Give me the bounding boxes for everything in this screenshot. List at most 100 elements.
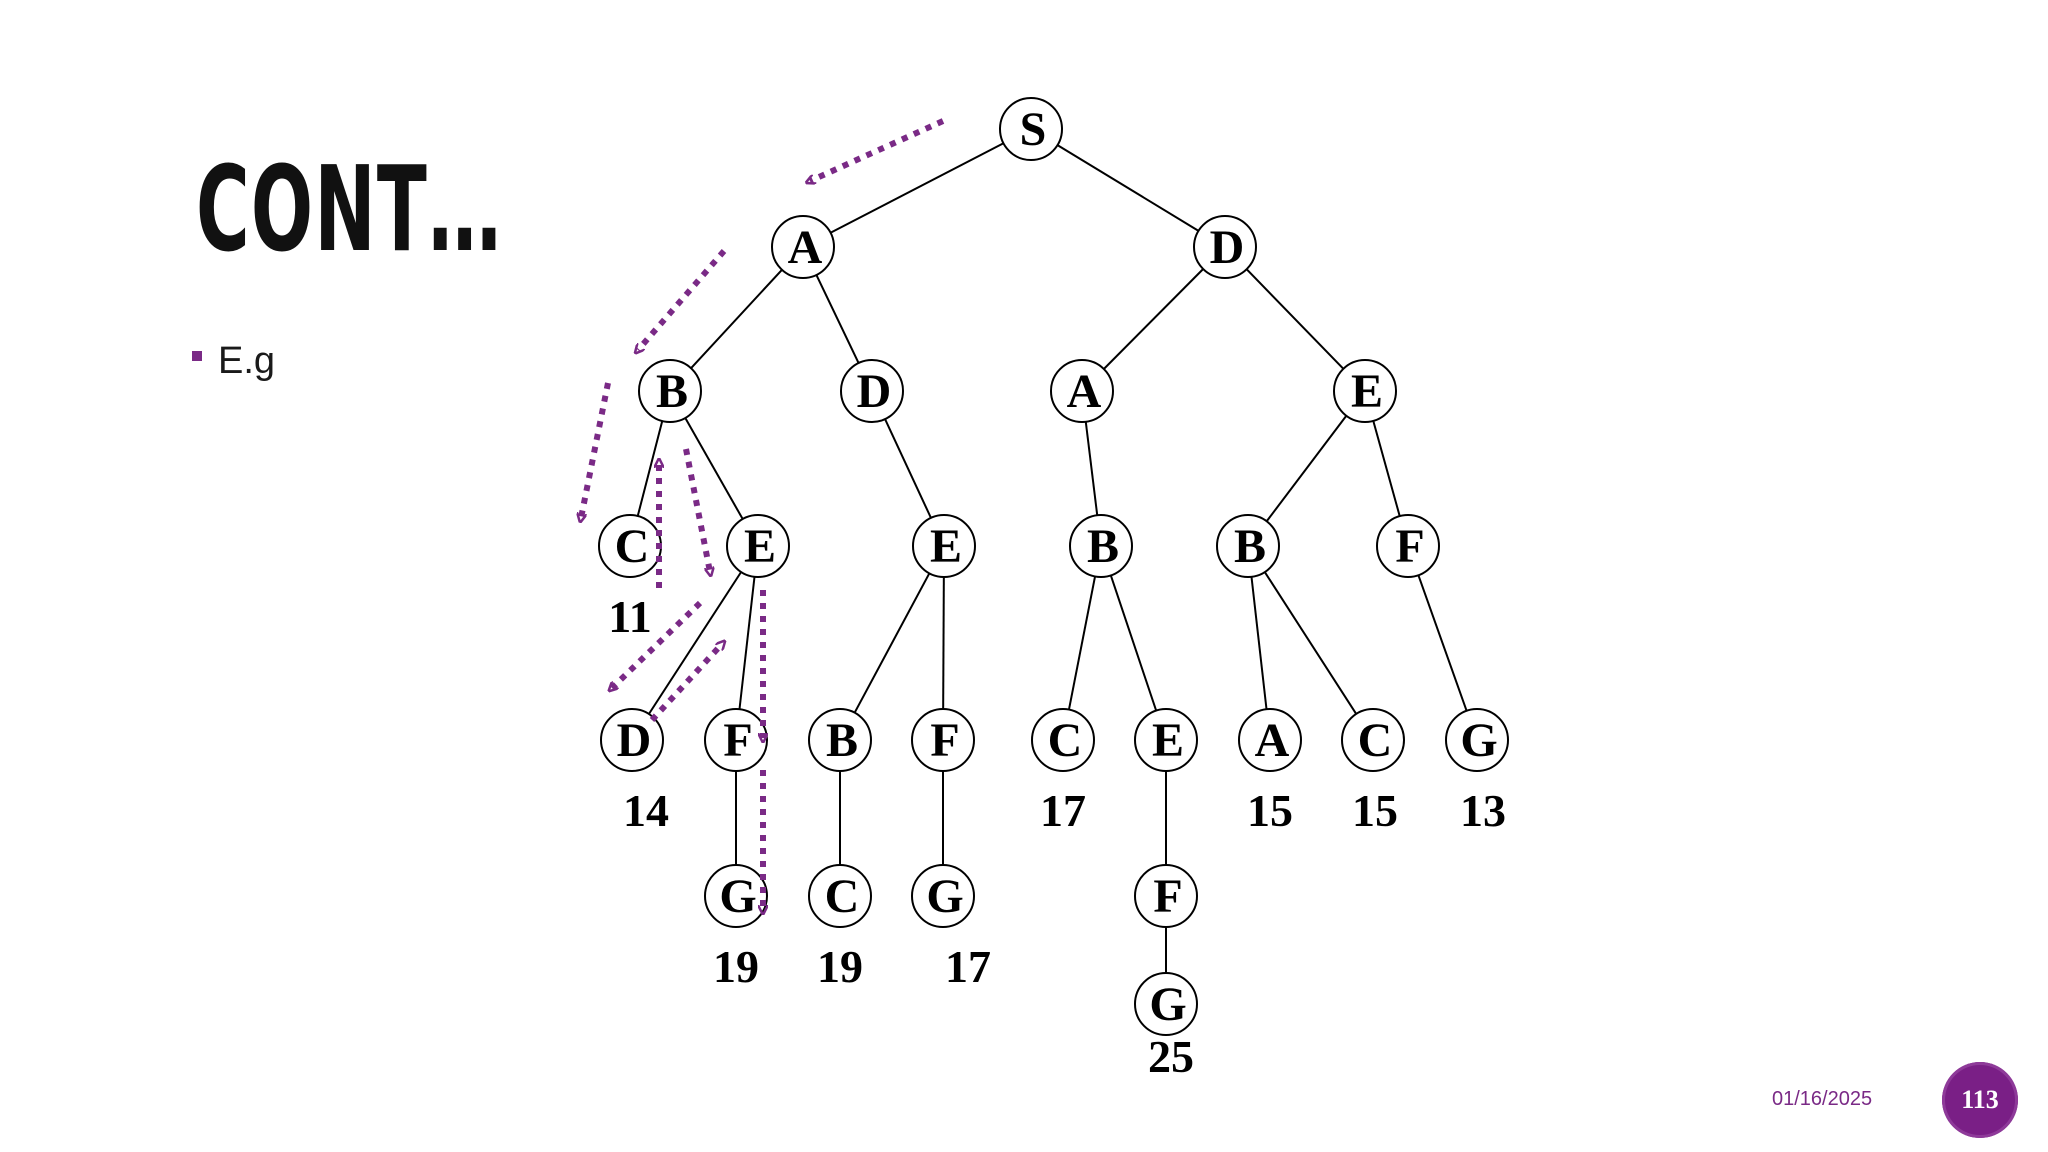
cost-label: 17 — [1040, 785, 1086, 836]
tree-edge — [1084, 421, 1099, 516]
node-circle — [1031, 708, 1095, 772]
tree-edge — [684, 417, 744, 520]
node-label: A — [1255, 714, 1290, 767]
node-circle — [1341, 708, 1405, 772]
node-circle — [911, 708, 975, 772]
tree-node: A — [1238, 708, 1302, 772]
tree-node: D — [600, 708, 664, 772]
node-label: E — [930, 520, 962, 573]
node-circle — [1134, 972, 1198, 1036]
node-label: G — [926, 870, 963, 923]
tree-edge — [648, 571, 742, 715]
tree-node: F — [911, 708, 975, 772]
tree-edge — [1265, 415, 1348, 522]
tree-node: G — [1445, 708, 1509, 772]
node-circle — [840, 359, 904, 423]
cost-label: 15 — [1247, 785, 1293, 836]
trace-arrow — [638, 249, 727, 350]
node-label: D — [857, 365, 892, 418]
node-label: D — [617, 714, 652, 767]
node-label: E — [744, 520, 776, 573]
tree-node: F — [1134, 864, 1198, 928]
node-circle — [771, 215, 835, 279]
tree-node: B — [638, 359, 702, 423]
node-circle — [638, 359, 702, 423]
cost-label: 15 — [1352, 785, 1398, 836]
trace-arrow — [649, 644, 722, 723]
search-trace-arrows — [581, 118, 945, 910]
tree-edge — [1245, 268, 1345, 370]
tree-edge — [1056, 144, 1200, 232]
node-label: G — [719, 870, 756, 923]
node-label: B — [826, 714, 858, 767]
tree-edges — [636, 142, 1468, 973]
node-label: C — [1048, 714, 1083, 767]
node-label: A — [788, 221, 823, 274]
tree-node: C — [598, 514, 662, 578]
tree-node: G — [911, 864, 975, 928]
node-circle — [808, 864, 872, 928]
node-label: B — [656, 365, 688, 418]
node-label: C — [615, 520, 650, 573]
node-circle — [726, 514, 790, 578]
node-circle — [1134, 864, 1198, 928]
tree-node: E — [1134, 708, 1198, 772]
node-circle — [1238, 708, 1302, 772]
tree-edge — [942, 576, 945, 710]
trace-arrow — [810, 118, 945, 181]
node-circle — [911, 864, 975, 928]
tree-node: S — [999, 97, 1063, 161]
trace-arrow — [683, 448, 710, 572]
tree-edge — [1109, 575, 1158, 711]
bullet-marker — [192, 351, 202, 361]
tree-node: G — [1134, 972, 1198, 1036]
node-label: F — [1153, 870, 1182, 923]
cost-label: 11 — [608, 591, 651, 642]
node-label: A — [1067, 365, 1102, 418]
node-circle — [999, 97, 1063, 161]
trace-arrow — [581, 382, 611, 518]
tree-edge — [690, 269, 783, 369]
tree-edge — [815, 274, 860, 364]
tree-edge — [1067, 576, 1097, 710]
tree-node: A — [771, 215, 835, 279]
node-label: G — [1460, 714, 1497, 767]
node-label: C — [825, 870, 860, 923]
node-label: B — [1234, 520, 1266, 573]
node-circle — [912, 514, 976, 578]
node-label: S — [1020, 103, 1047, 156]
cost-label: 13 — [1460, 785, 1506, 836]
tree-node: B — [808, 708, 872, 772]
tree-edge — [830, 142, 1004, 234]
tree-node: E — [1333, 359, 1397, 423]
node-label: F — [723, 714, 752, 767]
tree-node: F — [1376, 514, 1440, 578]
tree-node: B — [1069, 514, 1133, 578]
node-circle — [1445, 708, 1509, 772]
slide-title: CONT… — [196, 140, 503, 278]
tree-node: C — [1031, 708, 1095, 772]
node-circle — [1193, 215, 1257, 279]
tree-node: D — [840, 359, 904, 423]
cost-label: 19 — [817, 941, 863, 992]
tree-node: G — [704, 864, 768, 928]
node-circle — [600, 708, 664, 772]
node-label: F — [930, 714, 959, 767]
node-label: E — [1351, 365, 1383, 418]
tree-node: E — [912, 514, 976, 578]
node-circle — [1134, 708, 1198, 772]
node-label: G — [1149, 978, 1186, 1031]
tree-edge — [884, 418, 932, 519]
node-label: C — [1358, 714, 1393, 767]
node-circle — [704, 864, 768, 928]
cost-label: 25 — [1148, 1031, 1194, 1082]
node-circle — [1216, 514, 1280, 578]
node-circle — [1069, 514, 1133, 578]
tree-edge — [1417, 574, 1468, 712]
tree-node: B — [1216, 514, 1280, 578]
node-label: B — [1087, 520, 1119, 573]
cost-label: 14 — [623, 785, 669, 836]
